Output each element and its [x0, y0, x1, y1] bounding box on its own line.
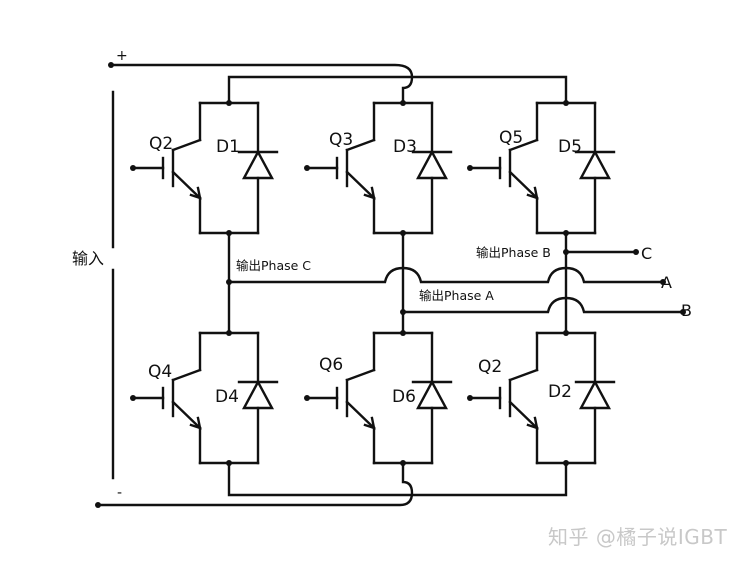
igbt-transistor-icon: [467, 331, 539, 465]
diode-triangle: [415, 149, 449, 180]
positive-rail-label: +: [116, 48, 128, 64]
emitter-diagonal: [345, 400, 376, 430]
cell-top-node: [400, 100, 406, 106]
transistor-label-left-upper: Q2: [149, 134, 173, 154]
diode-triangle: [578, 379, 612, 410]
cell-bottom-node: [563, 460, 569, 466]
output-label-phase-a: 输出Phase A: [419, 288, 494, 303]
switch-cell-right-upper: [467, 100, 616, 236]
switch-cell-left-lower: [130, 330, 279, 466]
gate-terminal: [304, 395, 310, 401]
igbt-transistor-icon: [467, 101, 539, 235]
gate-terminal: [467, 165, 473, 171]
top-bus-wire: [227, 75, 568, 105]
emitter-diagonal: [171, 400, 202, 430]
diode-label-middle-lower: D6: [392, 387, 416, 407]
diode-label-left-lower: D4: [215, 387, 239, 407]
switch-cell-middle-upper: [304, 100, 453, 236]
diode-icon: [574, 379, 616, 410]
negative-rail-wire: [96, 461, 414, 507]
diode-triangle: [241, 149, 275, 180]
wiring: [95, 62, 686, 508]
terminal-c-dot: [633, 249, 639, 255]
igbt-transistor-icon: [304, 331, 376, 465]
emitter-diagonal: [345, 170, 376, 200]
igbt-transistor-icon: [130, 331, 202, 465]
diode-triangle: [578, 149, 612, 180]
collector-diagonal: [508, 138, 539, 152]
terminal-a-label: A: [661, 273, 672, 292]
diode-triangle: [241, 379, 275, 410]
output-label-phase-b: 输出Phase B: [476, 245, 551, 260]
diode-icon: [574, 149, 616, 180]
cell-bottom-node: [400, 460, 406, 466]
cell-top-node: [563, 100, 569, 106]
emitter-diagonal: [171, 170, 202, 200]
transistor-label-middle-lower: Q6: [319, 355, 343, 375]
terminal-a-dot: [660, 279, 666, 285]
gate-terminal: [130, 165, 136, 171]
transistor-label-left-lower: Q4: [148, 362, 172, 382]
cell-bottom-node: [400, 230, 406, 236]
cell-top-node: [226, 100, 232, 106]
input-label: 输入: [72, 249, 104, 268]
terminal-c-label: C: [641, 244, 652, 263]
cell-top-node: [226, 330, 232, 336]
terminal-b-label: B: [681, 301, 692, 320]
diode-label-left-upper: D1: [216, 137, 240, 157]
transistor-label-middle-upper: Q3: [329, 130, 353, 150]
diode-icon: [411, 149, 453, 180]
phase-a-output-wire: [401, 296, 685, 314]
watermark: 知乎 @橘子说IGBT: [548, 525, 727, 549]
emitter-diagonal: [508, 170, 539, 200]
bottom-bus-wire: [227, 461, 568, 497]
igbt-transistor-icon: [130, 101, 202, 235]
switch-cell-left-upper: [130, 100, 279, 236]
emitter-diagonal: [508, 400, 539, 430]
diode-label-middle-upper: D3: [393, 137, 417, 157]
collector-diagonal: [508, 368, 539, 382]
collector-diagonal: [171, 368, 202, 382]
transistor-label-right-lower: Q2: [478, 357, 502, 377]
diode-label-right-upper: D5: [558, 137, 582, 157]
collector-diagonal: [171, 138, 202, 152]
cell-top-node: [400, 330, 406, 336]
diode-icon: [237, 379, 279, 410]
negative-rail-label: -: [117, 485, 122, 501]
diode-icon: [411, 379, 453, 410]
gate-terminal: [304, 165, 310, 171]
switch-cell-middle-lower: [304, 330, 453, 466]
cell-bottom-node: [226, 230, 232, 236]
positive-rail-wire: [109, 63, 414, 105]
cell-top-node: [563, 330, 569, 336]
phase-c-output-wire: [227, 266, 665, 284]
gate-terminal: [130, 395, 136, 401]
diode-icon: [237, 149, 279, 180]
diode-triangle: [415, 379, 449, 410]
cell-bottom-node: [226, 460, 232, 466]
igbt-transistor-icon: [304, 101, 376, 235]
transistor-label-right-upper: Q5: [499, 128, 523, 148]
gate-terminal: [467, 395, 473, 401]
switch-cells: [130, 100, 616, 466]
collector-diagonal: [345, 138, 376, 152]
output-label-phase-c: 输出Phase C: [236, 258, 311, 273]
switch-cell-right-lower: [467, 330, 616, 466]
diode-label-right-lower: D2: [548, 382, 572, 402]
terminal-b-dot: [680, 309, 686, 315]
cell-bottom-node: [563, 230, 569, 236]
collector-diagonal: [345, 368, 376, 382]
